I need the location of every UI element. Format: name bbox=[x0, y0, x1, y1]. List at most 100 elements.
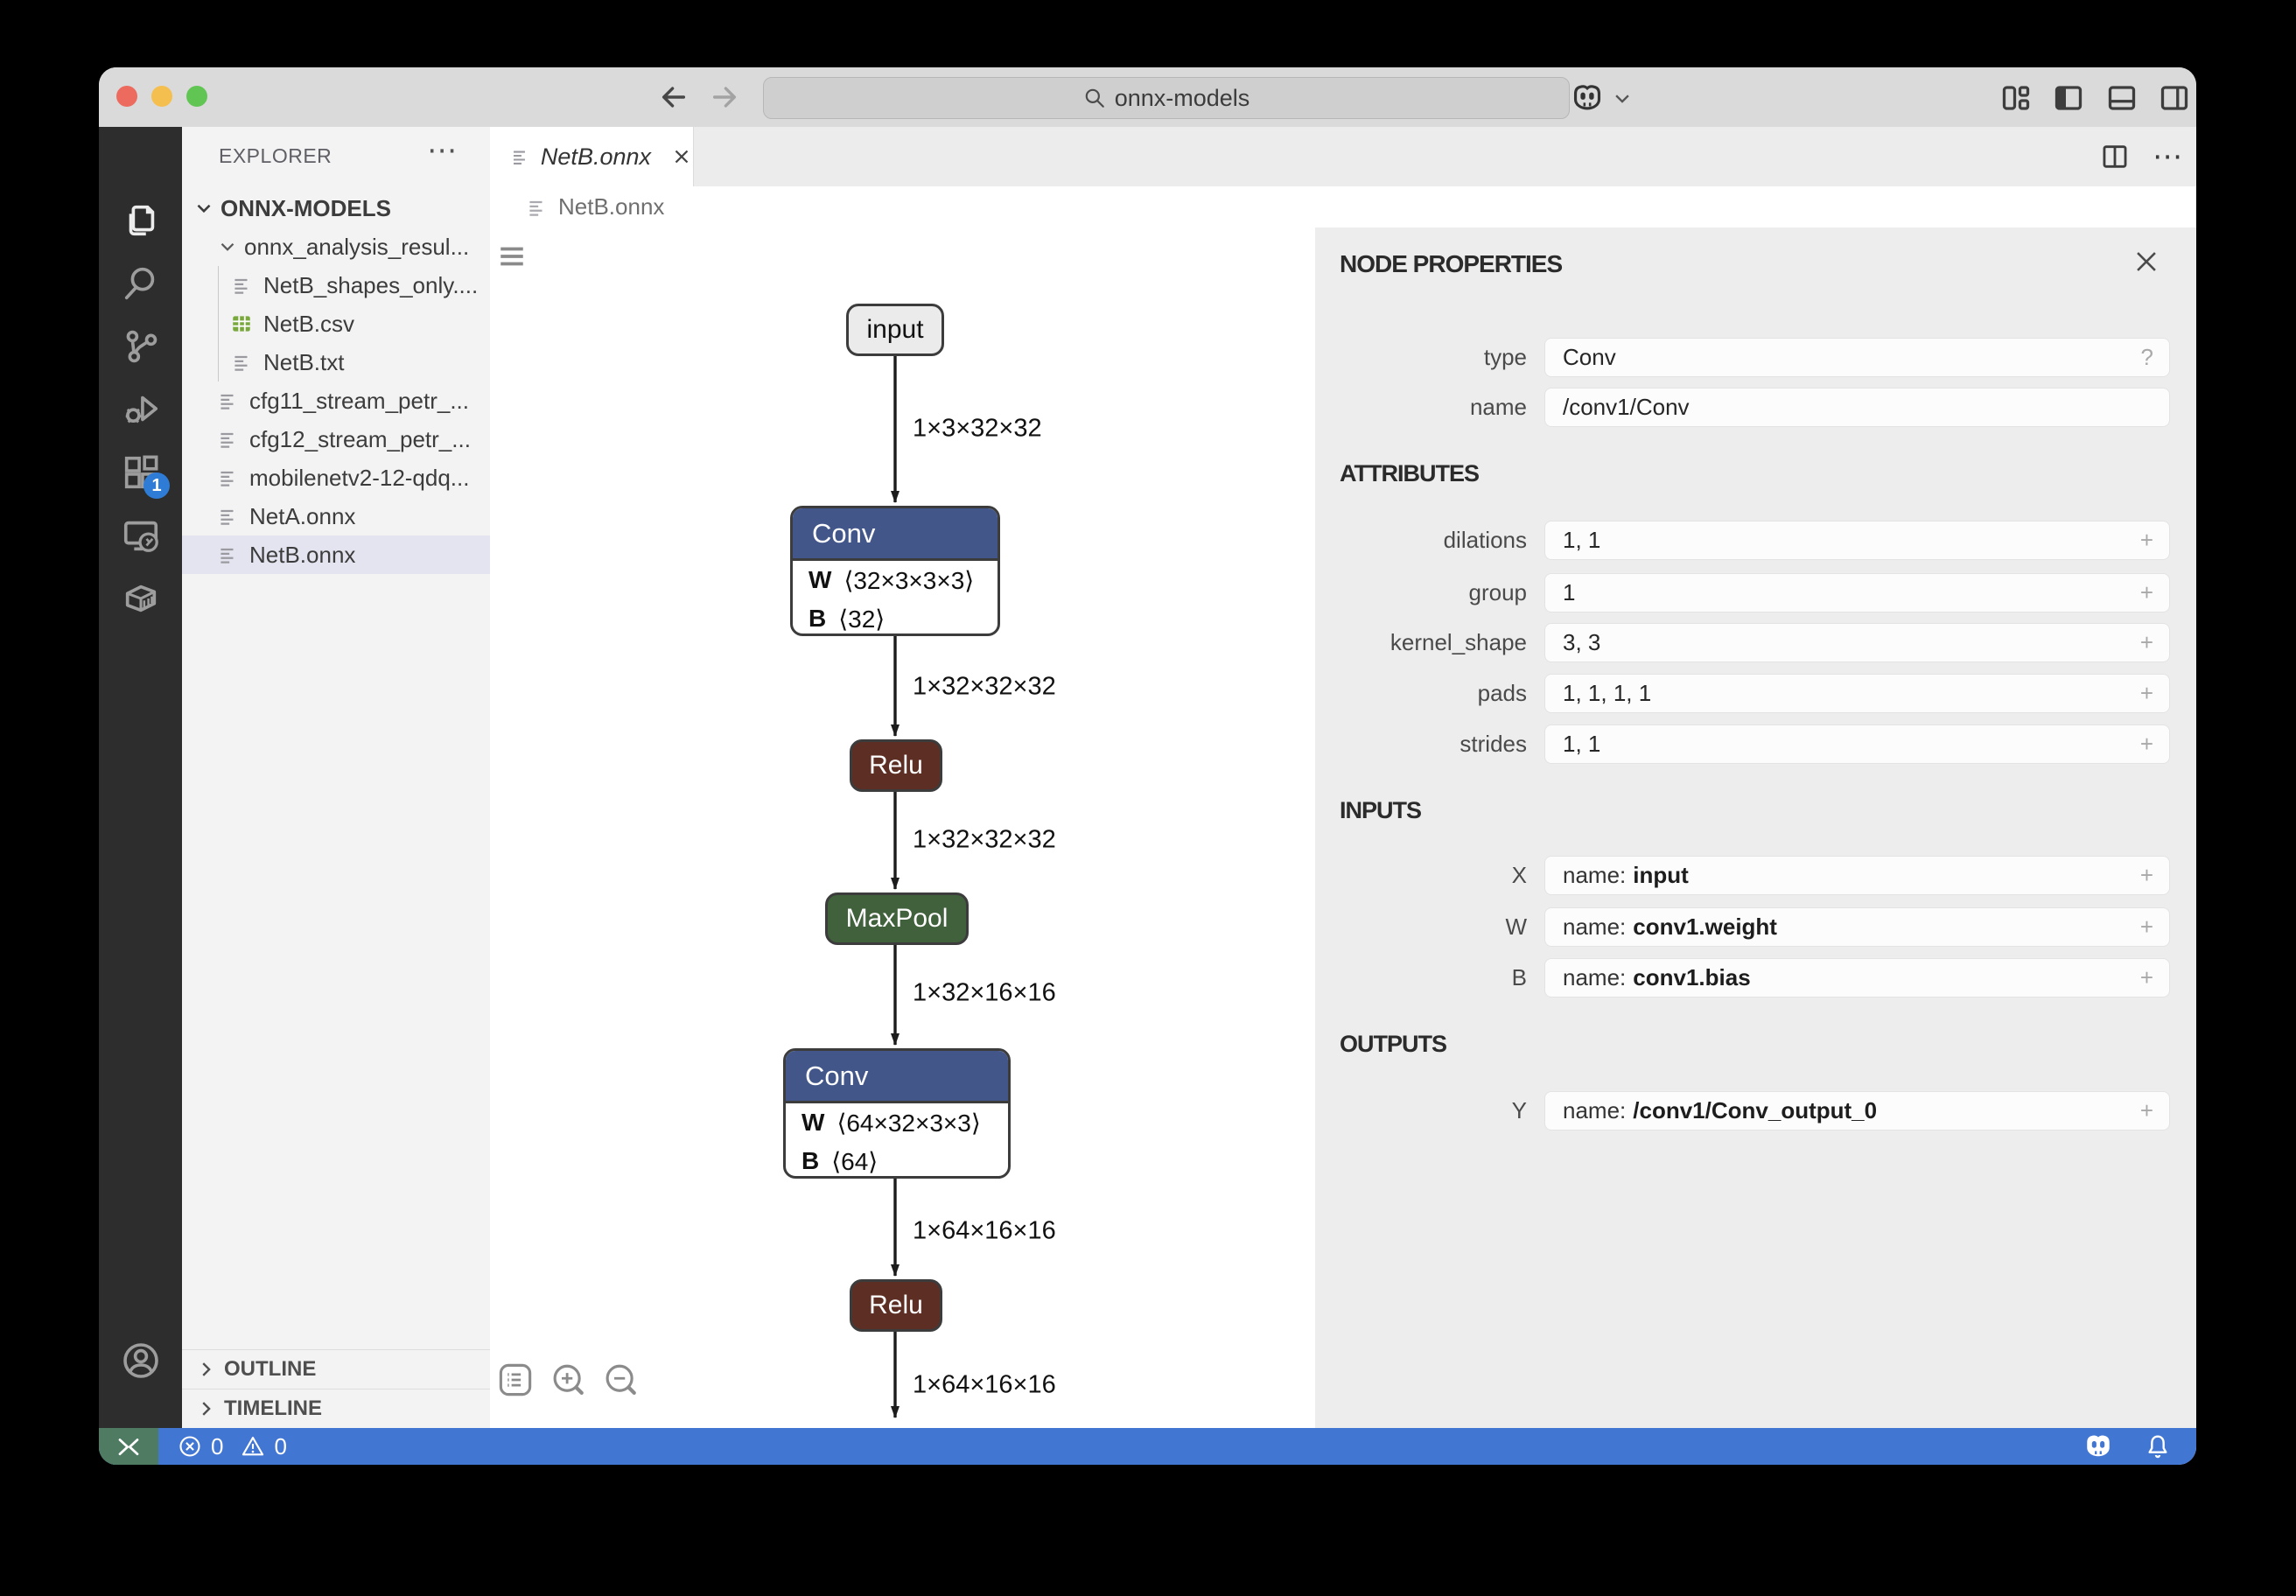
source-control-icon[interactable] bbox=[99, 318, 182, 374]
container-icon[interactable] bbox=[99, 570, 182, 626]
attribute-field[interactable]: 3, 3 + bbox=[1544, 623, 2170, 662]
attribute-row: pads 1, 1, 1, 1 + bbox=[1315, 674, 2196, 713]
attribute-field[interactable]: 1, 1 + bbox=[1544, 724, 2170, 764]
tree-item-cfg11-stream[interactable]: cfg11_stream_petr_... bbox=[182, 382, 490, 420]
extensions-icon[interactable]: 1 bbox=[99, 444, 182, 500]
graph-node-maxpool[interactable]: MaxPool bbox=[825, 892, 969, 945]
conv-node-header: Conv bbox=[793, 508, 998, 561]
vscode-window: onnx-models bbox=[99, 67, 2196, 1465]
file-icon bbox=[230, 274, 253, 297]
warnings-icon bbox=[242, 1437, 264, 1456]
remote-explorer-icon[interactable] bbox=[99, 508, 182, 564]
expand-input-icon[interactable]: + bbox=[2139, 914, 2153, 940]
status-bar-right bbox=[2082, 1428, 2172, 1465]
graph-node-conv2[interactable]: Conv W⟨64×32×3×3⟩ B⟨64⟩ bbox=[783, 1048, 1011, 1179]
tree-item-netb-csv[interactable]: NetB.csv bbox=[182, 304, 490, 343]
output-field[interactable]: name:/conv1/Conv_output_0 + bbox=[1544, 1091, 2170, 1130]
tree-item-cfg12-stream[interactable]: cfg12_stream_petr_... bbox=[182, 420, 490, 458]
close-tab-icon[interactable] bbox=[670, 145, 693, 168]
chevron-down-icon bbox=[216, 235, 239, 258]
minimize-window-button[interactable] bbox=[151, 86, 172, 107]
input-field[interactable]: name:input + bbox=[1544, 856, 2170, 895]
split-editor-icon[interactable] bbox=[2100, 142, 2130, 172]
zoom-in-icon[interactable] bbox=[550, 1362, 586, 1398]
back-arrow-icon[interactable] bbox=[656, 80, 691, 115]
tree-item-netb-onnx[interactable]: NetB.onnx bbox=[182, 536, 490, 574]
model-graph-canvas[interactable]: input 1×3×32×32 Conv W⟨32×3×3×3⟩ B⟨32⟩ 1… bbox=[490, 228, 1315, 1428]
file-icon bbox=[216, 389, 239, 412]
tab-netb-onnx[interactable]: NetB.onnx bbox=[490, 127, 694, 186]
close-panel-icon[interactable] bbox=[2132, 247, 2161, 276]
problems-status[interactable]: 0 0 bbox=[178, 1428, 287, 1465]
editor-more-actions-icon[interactable]: ⋯ bbox=[2152, 140, 2182, 173]
input-field[interactable]: name:conv1.bias + bbox=[1544, 958, 2170, 998]
outputs-header: OUTPUTS bbox=[1340, 1031, 1447, 1057]
conv-param-row: B⟨64⟩ bbox=[802, 1147, 878, 1175]
graph-node-relu1[interactable]: Relu bbox=[850, 739, 942, 792]
close-window-button[interactable] bbox=[116, 86, 137, 107]
zoom-out-icon[interactable] bbox=[602, 1362, 639, 1398]
tree-item-netb-txt[interactable]: NetB.txt bbox=[182, 343, 490, 382]
graph-properties-list-icon[interactable] bbox=[497, 1362, 534, 1398]
customize-layout-icon[interactable] bbox=[1999, 81, 2033, 115]
toggle-secondary-sidebar-icon[interactable] bbox=[2158, 81, 2191, 115]
expand-input-icon[interactable]: + bbox=[2139, 964, 2153, 990]
search-icon[interactable] bbox=[99, 256, 182, 312]
tree-item-netb-shapes-only[interactable]: NetB_shapes_only.... bbox=[182, 266, 490, 304]
tree-item-onnx-analysis-results[interactable]: onnx_analysis_resul... bbox=[182, 228, 490, 266]
explorer-files-icon[interactable] bbox=[99, 192, 182, 248]
explorer-more-actions-icon[interactable]: ⋯ bbox=[427, 134, 457, 167]
expand-attribute-icon[interactable]: + bbox=[2139, 680, 2153, 706]
file-icon bbox=[513, 150, 525, 165]
toggle-primary-sidebar-icon[interactable] bbox=[2052, 81, 2085, 115]
tab-actions: ⋯ bbox=[2100, 127, 2182, 186]
conv-param-row: B⟨32⟩ bbox=[808, 605, 886, 633]
attribute-field[interactable]: 1, 1 + bbox=[1544, 521, 2170, 560]
tree-item-mobilenetv2[interactable]: mobilenetv2-12-qdq... bbox=[182, 458, 490, 497]
status-bar: 0 0 bbox=[99, 1428, 2196, 1465]
toggle-panel-icon[interactable] bbox=[2105, 81, 2138, 115]
tree-item-neta-onnx[interactable]: NetA.onnx bbox=[182, 497, 490, 536]
zoom-window-button[interactable] bbox=[186, 86, 207, 107]
run-debug-icon[interactable] bbox=[99, 382, 182, 438]
command-center-search[interactable]: onnx-models bbox=[763, 77, 1570, 119]
expand-attribute-icon[interactable]: + bbox=[2139, 527, 2153, 553]
graph-node-input[interactable]: input bbox=[846, 304, 944, 356]
file-icon bbox=[216, 505, 239, 528]
remote-indicator[interactable] bbox=[99, 1428, 158, 1465]
edge-label: 1×32×16×16 bbox=[913, 978, 1056, 1007]
expand-attribute-icon[interactable]: + bbox=[2139, 579, 2153, 606]
name-field[interactable]: /conv1/Conv bbox=[1544, 388, 2170, 427]
chevron-down-icon bbox=[192, 197, 215, 220]
timeline-section[interactable]: TIMELINE bbox=[182, 1389, 490, 1428]
file-icon bbox=[216, 428, 239, 451]
file-tree: ONNX-MODELS onnx_analysis_resul... NetB_… bbox=[182, 189, 490, 574]
expand-attribute-icon[interactable]: + bbox=[2139, 629, 2153, 655]
copilot-icon[interactable] bbox=[1571, 81, 1604, 115]
attribute-field[interactable]: 1 + bbox=[1544, 573, 2170, 612]
expand-output-icon[interactable]: + bbox=[2139, 1097, 2153, 1124]
graph-menu-icon[interactable] bbox=[497, 243, 527, 270]
graph-node-conv1[interactable]: Conv W⟨32×3×3×3⟩ B⟨32⟩ bbox=[790, 506, 1000, 636]
node-properties-panel: NODE PROPERTIES type Conv ? name /conv1/… bbox=[1315, 228, 2196, 1428]
title-bar: onnx-models bbox=[99, 67, 2196, 128]
chevron-down-icon[interactable] bbox=[1611, 81, 1634, 115]
account-icon[interactable] bbox=[99, 1333, 182, 1389]
expand-attribute-icon[interactable]: + bbox=[2139, 731, 2153, 757]
sidebar-footer: OUTLINE TIMELINE bbox=[182, 1349, 490, 1428]
input-field[interactable]: name:conv1.weight + bbox=[1544, 907, 2170, 947]
expand-input-icon[interactable]: + bbox=[2139, 862, 2153, 888]
tree-item-onnx-models[interactable]: ONNX-MODELS bbox=[182, 189, 490, 228]
graph-node-relu2[interactable]: Relu bbox=[850, 1279, 942, 1332]
outline-section[interactable]: OUTLINE bbox=[182, 1349, 490, 1389]
breadcrumb[interactable]: NetB.onnx bbox=[490, 186, 2196, 228]
attribute-field[interactable]: 1, 1, 1, 1 + bbox=[1544, 674, 2170, 713]
notifications-bell-icon[interactable] bbox=[2144, 1432, 2172, 1460]
warnings-count: 0 bbox=[274, 1432, 287, 1460]
forward-arrow-icon[interactable] bbox=[707, 80, 742, 115]
copilot-status-icon[interactable] bbox=[2082, 1431, 2114, 1462]
name-row: name /conv1/Conv bbox=[1315, 388, 2196, 427]
type-help-icon[interactable]: ? bbox=[2140, 344, 2153, 370]
extensions-badge: 1 bbox=[144, 472, 170, 499]
type-field[interactable]: Conv ? bbox=[1544, 338, 2170, 377]
